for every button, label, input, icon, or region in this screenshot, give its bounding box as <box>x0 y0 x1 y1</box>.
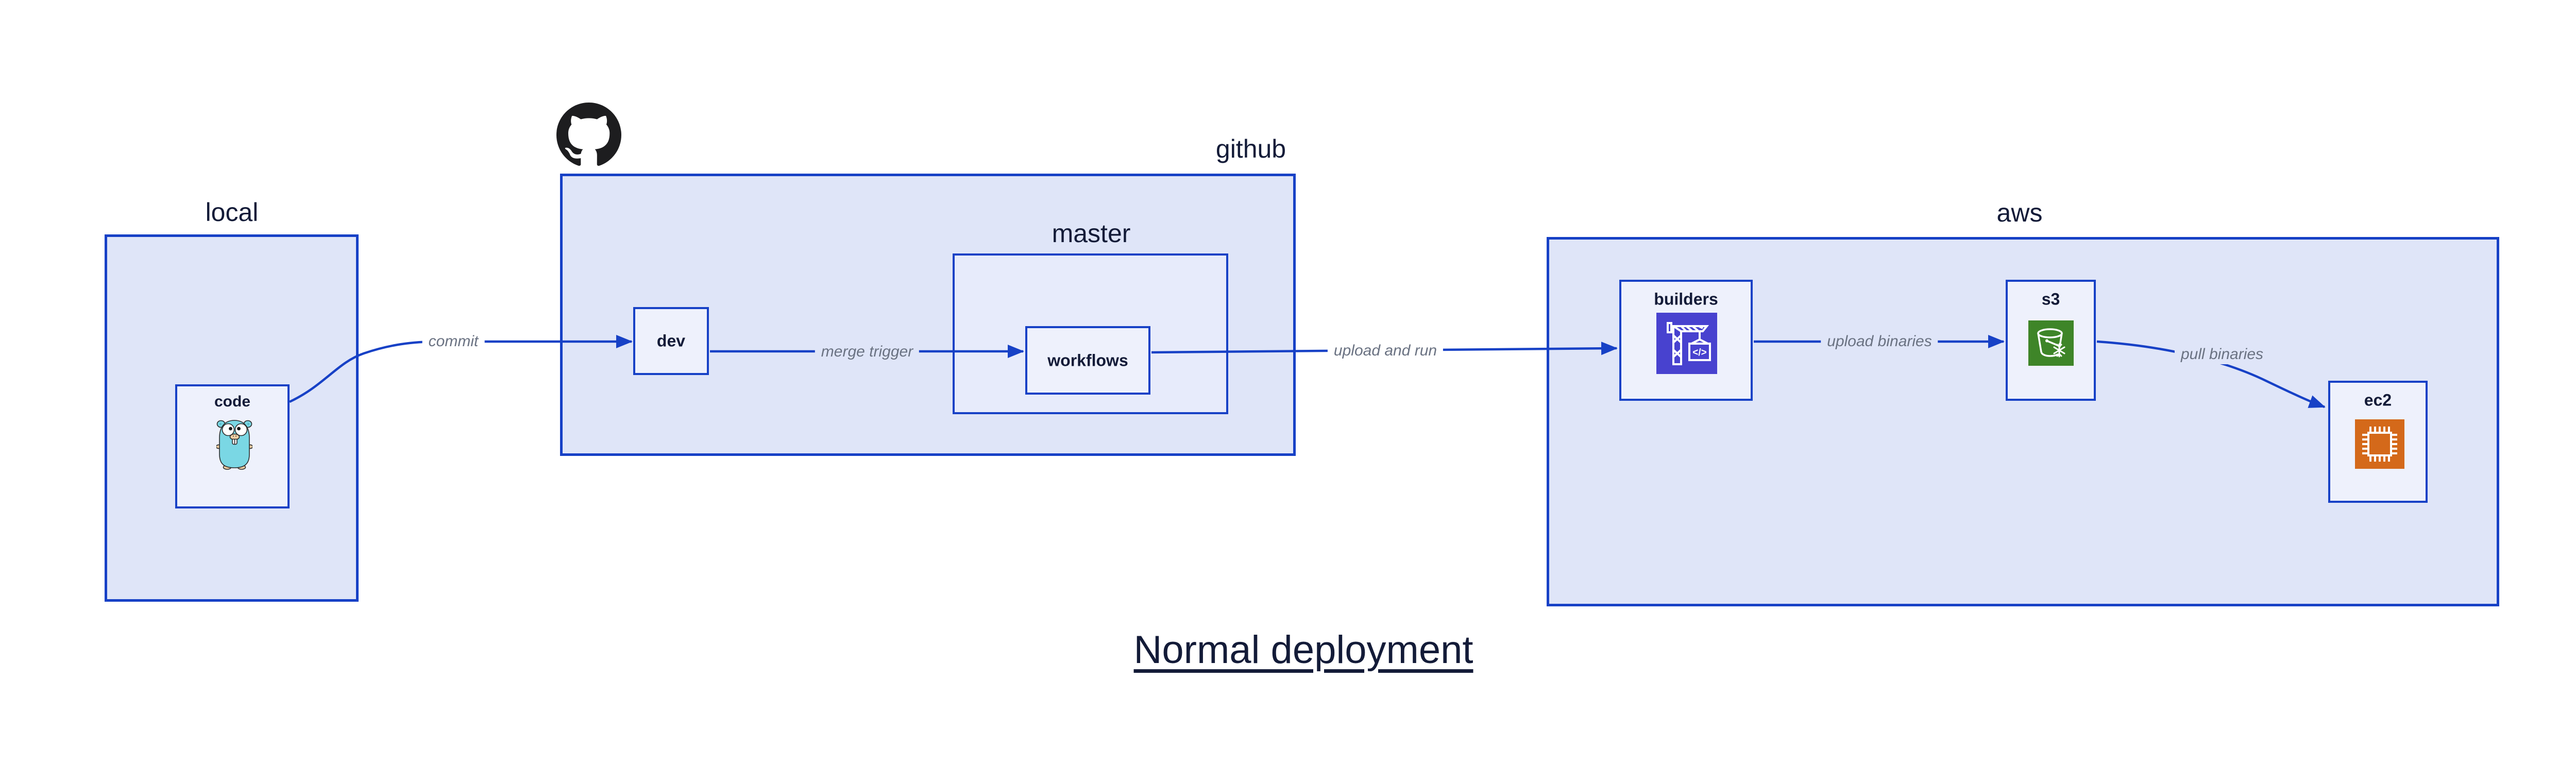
local-group-label: local <box>205 198 259 227</box>
builders-node-box: builders </> <box>1619 280 1753 401</box>
diagram-title: Normal deployment <box>1133 628 1473 672</box>
upload-and-run-edge-label: upload and run <box>1327 341 1444 361</box>
merge-trigger-edge-label: merge trigger <box>815 342 920 362</box>
commit-edge-label: commit <box>422 332 485 351</box>
github-octocat-icon <box>556 103 621 167</box>
workflows-node-label: workflows <box>1047 351 1128 369</box>
master-group-label: master <box>1052 219 1131 248</box>
code-node-label: code <box>214 393 251 410</box>
github-group-label: github <box>1215 134 1286 163</box>
workflows-node-box: workflows <box>1025 326 1150 395</box>
s3-node-label: s3 <box>2041 290 2060 309</box>
dev-node-box: dev <box>633 307 709 375</box>
go-gopher-icon <box>215 417 253 470</box>
cpu-chip-icon <box>2355 419 2404 469</box>
dev-node-label: dev <box>656 331 686 350</box>
builders-node-label: builders <box>1654 290 1718 309</box>
ec2-node-label: ec2 <box>2364 390 2392 410</box>
s3-node-box: s3 <box>2006 280 2096 401</box>
build-crane-icon: </> <box>1656 313 1717 374</box>
code-node-box: code <box>175 384 290 508</box>
upload-binaries-edge-label: upload binaries <box>1821 332 1938 351</box>
s3-bucket-icon <box>2028 320 2074 366</box>
aws-group-label: aws <box>1996 198 2043 227</box>
pull-binaries-edge-label: pull binaries <box>2174 345 2270 364</box>
ec2-node-box: ec2 <box>2328 381 2428 503</box>
crane-code-glyph: </> <box>1692 347 1706 358</box>
